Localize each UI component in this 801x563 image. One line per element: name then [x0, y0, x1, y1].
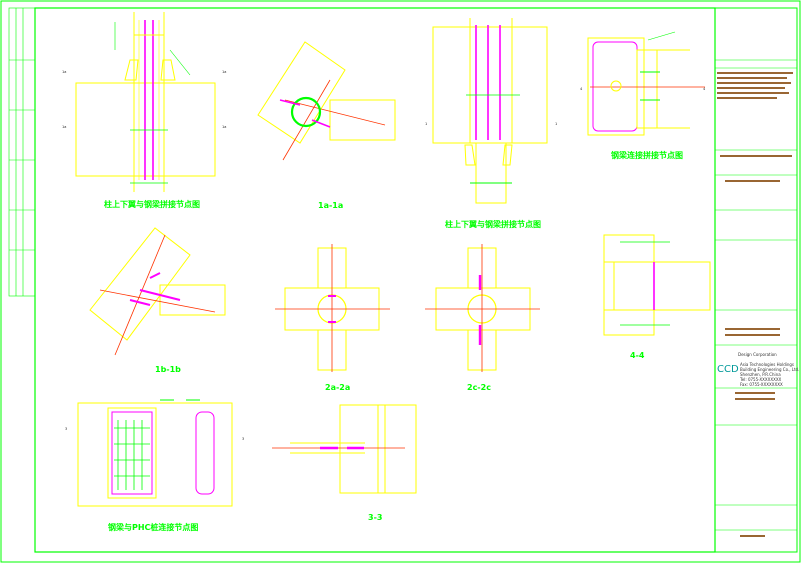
svg-text:3: 3: [65, 427, 67, 431]
svg-text:4: 4: [703, 87, 706, 91]
company-line-3: Shenzhen, P.R.China: [740, 372, 781, 377]
svg-text:1: 1: [425, 122, 427, 126]
svg-text:1: 1: [555, 122, 557, 126]
view1-caption: 柱上下翼与钢梁拼接节点图: [104, 199, 200, 209]
company-line-2: Building Engineering Co., Ltd.: [740, 367, 799, 372]
view7-section: 2c-2c: [425, 244, 540, 392]
view2-caption: 1a-1a: [318, 201, 343, 210]
view4-caption: 钢梁连接拼接节点图: [611, 150, 683, 160]
view3-elevation: 1 1 柱上下翼与钢梁拼接节点图: [425, 18, 557, 229]
company-line-1: Asia Technologies Holdings: [740, 362, 794, 367]
view3-caption: 柱上下翼与钢梁拼接节点图: [445, 219, 541, 229]
view7-caption: 2c-2c: [467, 383, 491, 392]
view9-caption: 钢梁与PHC桩连接节点图: [108, 522, 198, 532]
design-note: Design Corporation: [738, 352, 777, 357]
svg-text:1a: 1a: [62, 70, 66, 74]
view9-plan: 3 3 钢梁与PHC桩连接节点图: [65, 399, 244, 532]
svg-text:4: 4: [580, 87, 583, 91]
svg-text:1a: 1a: [222, 125, 226, 129]
view5-caption: 1b-1b: [155, 365, 181, 374]
view2-section: 1a-1a: [257, 41, 396, 210]
company-line-4: Tel: 0755-XXXXXXXX: [739, 377, 782, 382]
view10-section: 3-3: [272, 404, 417, 522]
view10-caption: 3-3: [368, 513, 382, 522]
view6-caption: 2a-2a: [325, 383, 350, 392]
view8-caption: 4-4: [630, 351, 645, 360]
view4-plan: 4 4 钢梁连接拼接节点图: [580, 31, 706, 160]
svg-text:1a: 1a: [222, 70, 226, 74]
svg-text:3: 3: [242, 437, 244, 441]
company-line-5: Fax: 0755-XXXXXXXX: [740, 382, 783, 387]
title-block: Design Corporation Asia Technologies Hol…: [714, 7, 799, 553]
view6-section: 2a-2a: [275, 244, 390, 392]
view5-section: 1b-1b: [89, 227, 226, 374]
svg-text:1a: 1a: [62, 125, 66, 129]
company-logo: CCD: [717, 364, 739, 375]
binding-strip: [8, 7, 36, 297]
view8-section: 4-4: [603, 234, 711, 360]
view1-elevation: 1a 1a 1a 1a 柱上下翼与钢梁拼接节点图: [62, 12, 226, 209]
